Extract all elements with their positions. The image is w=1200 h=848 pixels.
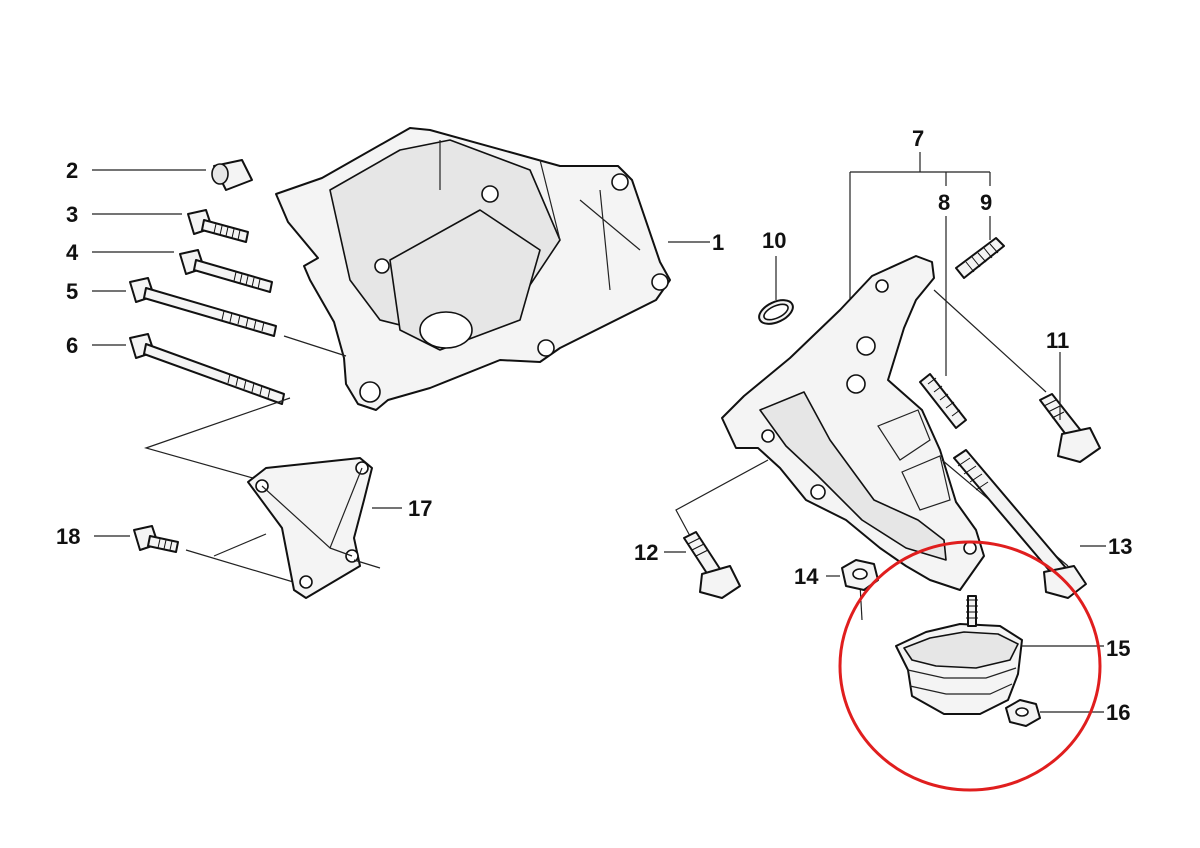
leader-bolt-18-to-plate-2 xyxy=(213,533,267,557)
part-6-bolt xyxy=(129,333,285,405)
label-3: 3 xyxy=(66,202,78,227)
leader-bolt-18-to-plate xyxy=(185,549,301,585)
label-16: 16 xyxy=(1106,700,1130,725)
part-16-nut xyxy=(1005,699,1041,727)
part-18-bolt xyxy=(133,525,179,553)
label-13: 13 xyxy=(1108,534,1132,559)
part-12-bolt xyxy=(683,531,741,599)
part-9-stud xyxy=(955,237,1005,279)
part-17-plate xyxy=(247,457,381,599)
highlight-circle xyxy=(838,540,1102,792)
label-14: 14 xyxy=(794,564,819,589)
label-2: 2 xyxy=(66,158,78,183)
part-13-bolt xyxy=(953,449,1087,599)
part-10-oring xyxy=(758,299,794,325)
part-7-mount-bracket xyxy=(721,255,985,591)
leader-9-to-11 xyxy=(933,289,1047,393)
part-14-nut xyxy=(841,559,879,591)
label-8: 8 xyxy=(938,190,950,215)
part-3-bolt xyxy=(187,209,249,243)
label-1: 1 xyxy=(712,230,724,255)
part-4-bolt xyxy=(179,249,273,293)
leader-7-to-12 xyxy=(675,459,769,537)
label-18: 18 xyxy=(56,524,80,549)
part-5-bolt xyxy=(129,277,277,337)
label-5: 5 xyxy=(66,279,78,304)
label-4: 4 xyxy=(66,240,79,265)
leader-bolt-6-to-plate xyxy=(143,397,291,481)
label-17: 17 xyxy=(408,496,432,521)
label-7: 7 xyxy=(912,126,924,151)
part-15-engine-mount xyxy=(895,595,1023,715)
label-6: 6 xyxy=(66,333,78,358)
leader-bolt-5-to-bracket xyxy=(283,335,347,357)
part-8-stud xyxy=(919,373,967,429)
label-11: 11 xyxy=(1046,328,1069,353)
label-12: 12 xyxy=(634,540,658,565)
part-2-sleeve xyxy=(211,159,253,191)
label-15: 15 xyxy=(1106,636,1130,661)
label-9: 9 xyxy=(980,190,992,215)
part-1-bracket xyxy=(275,127,671,411)
part-11-bolt xyxy=(1039,393,1101,463)
label-10: 10 xyxy=(762,228,786,253)
